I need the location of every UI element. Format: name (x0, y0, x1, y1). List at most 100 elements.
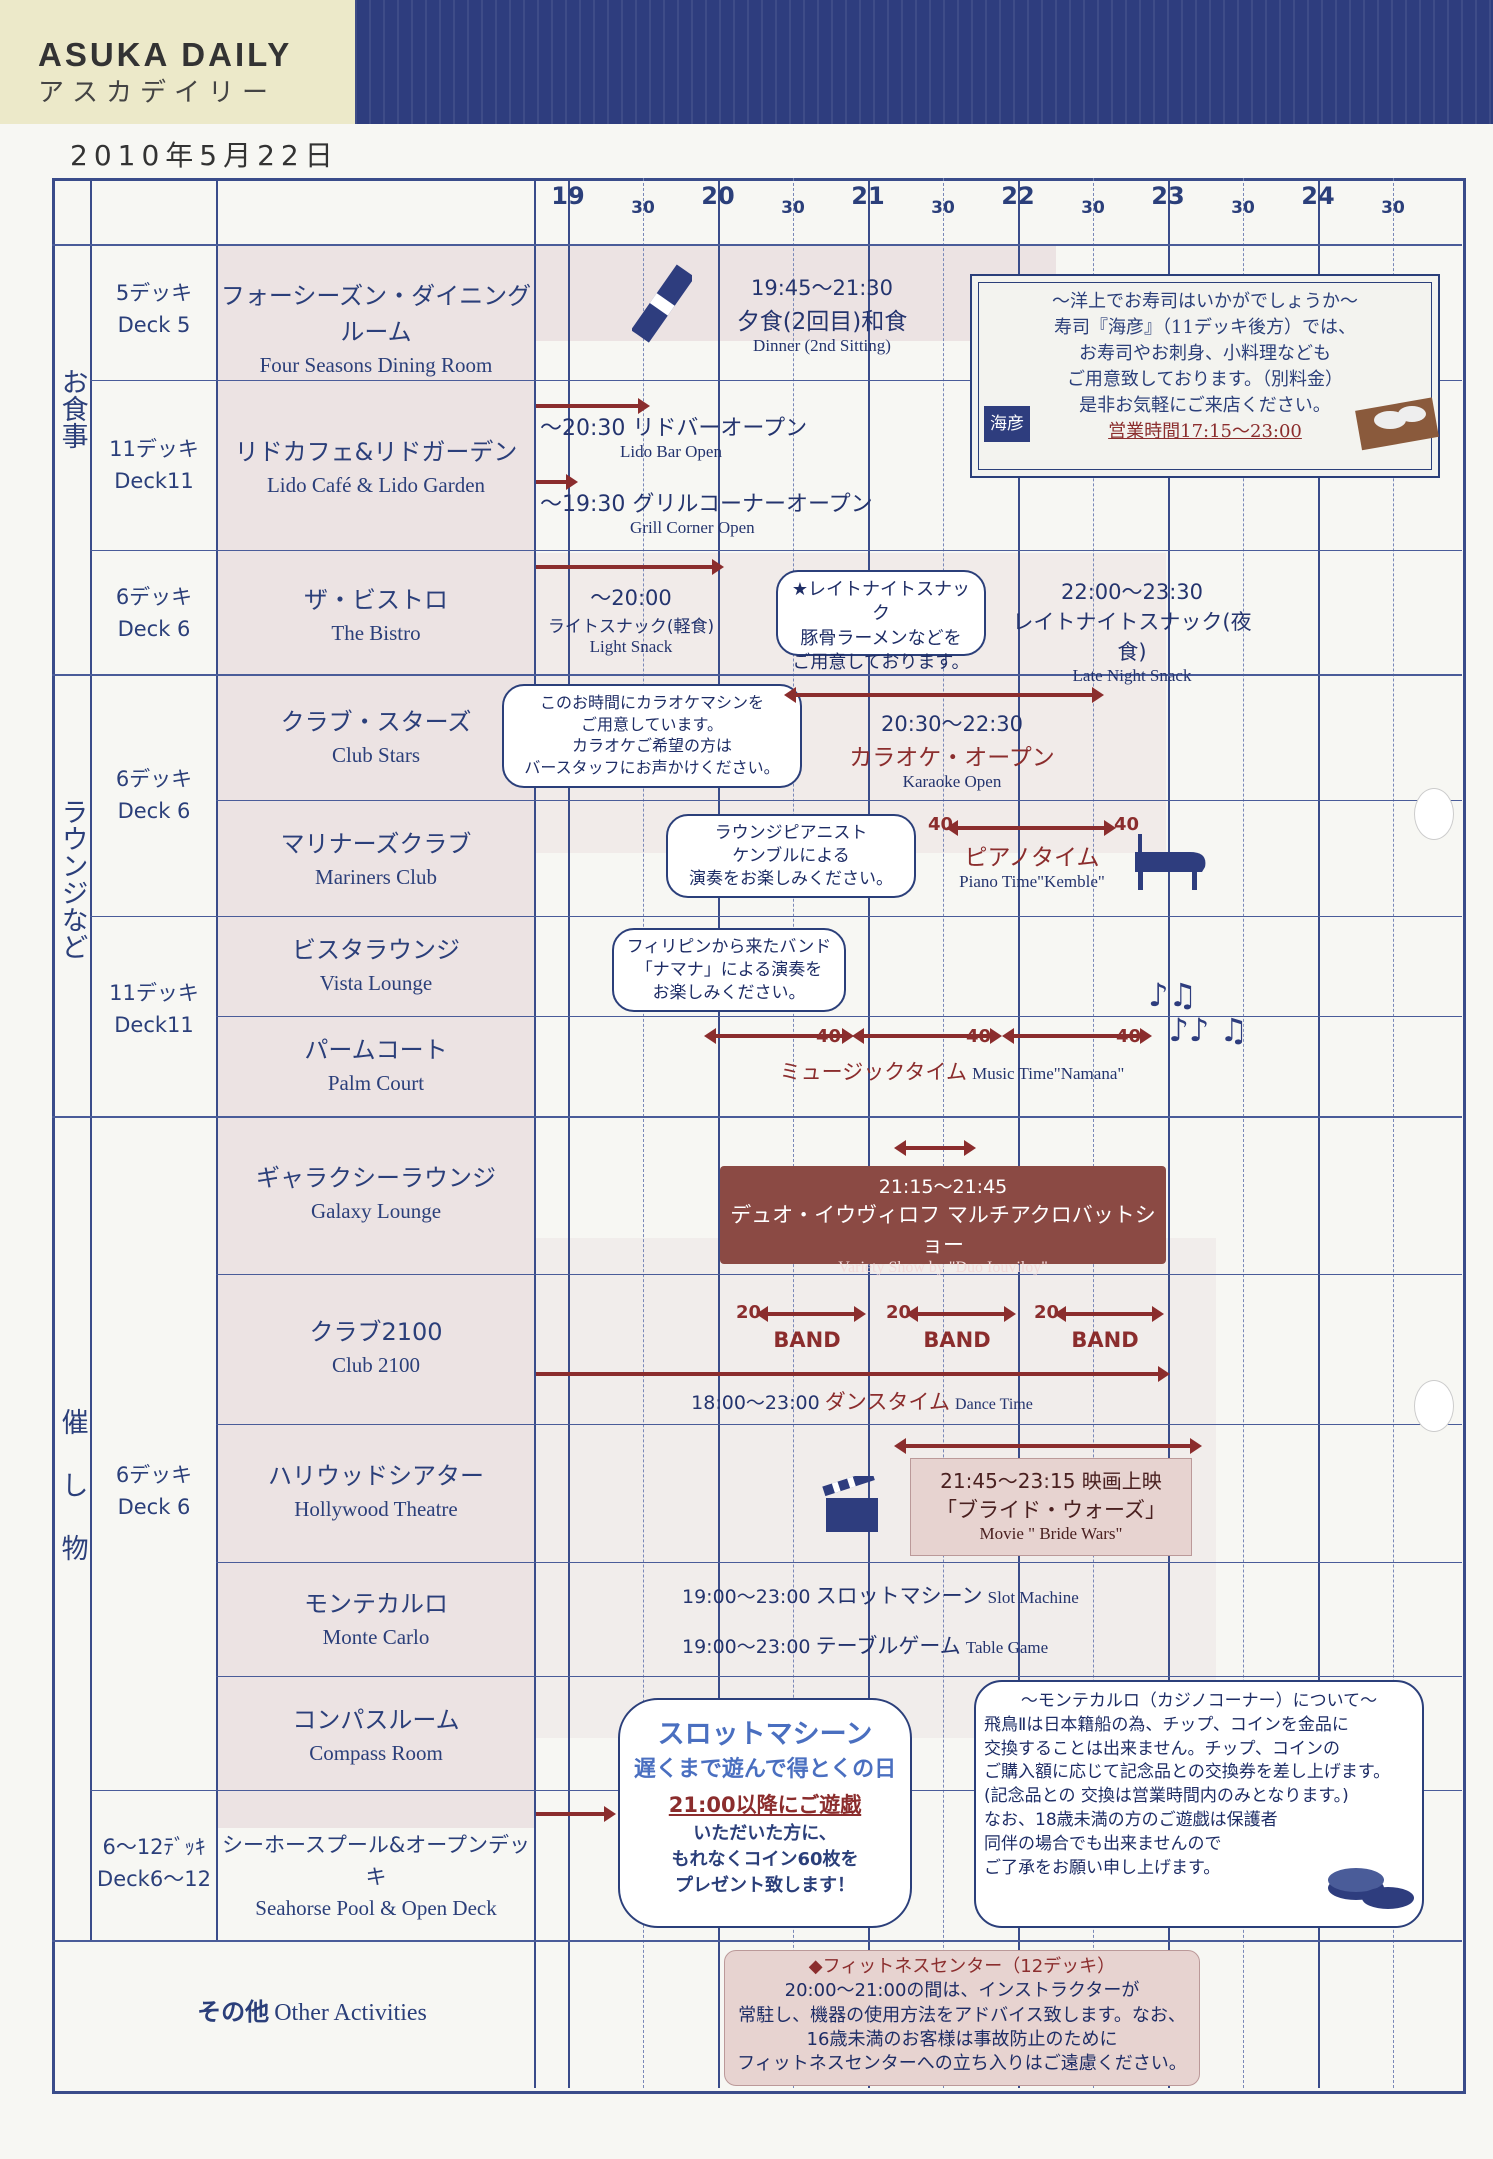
variety-title: デュオ・イウヴィロフ マルチアクロバットショー (730, 1203, 1156, 1257)
bubble-line: 豚骨ラーメンなどを (800, 627, 962, 649)
row-line (216, 1424, 1462, 1425)
header-row-line (52, 244, 1462, 246)
bubble-line: ★レイトナイトスナック (791, 579, 971, 625)
sushi-line: 〜洋上でお寿司はいかがでしょうか〜 (1052, 291, 1358, 312)
music-min-3: 40 (1116, 1026, 1142, 1047)
brand-title: ASUKA DAILY (38, 36, 293, 73)
variety-time: 21:15〜21:45 (878, 1176, 1008, 1198)
sushi-line: 是非お気軽にご来店ください。 (1079, 395, 1331, 417)
section-line (52, 1940, 1462, 1942)
binder-hole (1414, 788, 1454, 840)
row-line (216, 800, 1462, 801)
category-meals: お食事 (42, 368, 102, 462)
fitness-title: ◆フィットネスセンター（12デッキ） (808, 1956, 1116, 1977)
fitness-line: 常駐し、機器の使用方法をアドバイス致します。なお、 (738, 2004, 1186, 2026)
band-label-3: BAND (1071, 1328, 1139, 1352)
piano-bubble: ラウンジピアニスト ケンブルによる 演奏をお楽しみください。 (666, 814, 916, 898)
row-line (216, 380, 1462, 381)
half-label: 30 (1381, 198, 1405, 218)
hour-label: 20 (701, 182, 735, 210)
slot-machine-event: 19:00〜23:00 スロットマシーン Slot Machine (682, 1584, 1079, 1608)
movie-arrow (894, 1438, 1202, 1454)
table-game-event: 19:00〜23:00 テーブルゲーム Table Game (682, 1634, 1049, 1658)
movie-box: 21:45〜23:15 映画上映 「ブライド・ウォーズ」 Movie " Bri… (910, 1458, 1192, 1556)
header-brand-panel (0, 0, 355, 124)
half-line (643, 178, 644, 2088)
bubble-line: ケンブルによる (732, 845, 850, 866)
music-arrow-3 (1002, 1028, 1152, 1044)
hour-label: 24 (1301, 182, 1335, 210)
band-min-3: 20 (1034, 1302, 1060, 1323)
music-notes-icon: ♪♫ ♪♪ ♫ (1148, 976, 1249, 1050)
band-arrow-2 (906, 1306, 1016, 1322)
binder-hole (1414, 1380, 1454, 1432)
hour-line (1318, 178, 1320, 2088)
row-line (216, 1562, 1462, 1563)
karaoke-event: 20:30〜22:30 カラオケ・オープン Karaoke Open (849, 712, 1055, 791)
light-snack-event: 〜20:00 ライトスナック(軽食) Light Snack (547, 586, 715, 656)
band-min-1: 20 (736, 1302, 762, 1323)
grill-arrow (536, 474, 578, 490)
band-arrow-3 (1054, 1306, 1164, 1322)
fitness-line: フィットネスセンターへの立ち入りはご遠慮ください。 (737, 2053, 1187, 2075)
piano-end-min: 40 (1114, 814, 1140, 835)
light-snack-arrow (536, 559, 724, 575)
karaoke-bubble: このお時間にカラオケマシンを ご用意しています。 カラオケご希望の方は バースタ… (502, 684, 802, 788)
promo-line: プレゼント致します！ (675, 1875, 855, 1896)
category-lounges-label: ラウンジなど (56, 798, 88, 960)
chopsticks-icon (630, 258, 695, 348)
category-lounges: ラウンジなど (42, 798, 102, 973)
band-min-2: 20 (886, 1302, 912, 1323)
hour-label: 23 (1151, 182, 1185, 210)
hour-line (568, 178, 570, 2088)
casino-note-box: 〜モンテカルロ（カジノコーナー）について〜 飛鳥Ⅱは日本籍船の為、チップ、コイン… (974, 1680, 1424, 1928)
bubble-line: 「ナマナ」による演奏を (635, 959, 823, 980)
promo-line: もれなくコイン60枚を (671, 1849, 859, 1870)
clapperboard-icon (822, 1470, 882, 1534)
band-label-1: BAND (773, 1328, 841, 1352)
lido-bar-arrow (536, 398, 650, 414)
promo-line: いただいた方に、 (693, 1823, 837, 1844)
slot-promo-bubble: スロットマシーン 遅くまで遊んで得とくの日 21:00以降にご遊戯 いただいた方… (618, 1698, 912, 1928)
half-label: 30 (931, 198, 955, 218)
row-line (216, 1016, 1462, 1017)
sushi-line: ご用意致しております。（別料金） (1066, 369, 1344, 391)
brand-subtitle: アスカデイリー (38, 78, 277, 108)
row-line (90, 380, 216, 381)
sushi-line: 寿司『海彦』（11デッキ後方）では、 (1054, 317, 1356, 339)
row-line (216, 1676, 1462, 1677)
variety-en: Variety Show by "Duo Iouviloy" (838, 1259, 1048, 1276)
half-line (793, 178, 794, 2088)
bubble-line: このお時間にカラオケマシンを (539, 693, 764, 712)
other-activities-label: その他 Other Activities (197, 1998, 427, 2026)
movie-time: 21:45〜23:15 映画上映 (940, 1469, 1162, 1493)
category-events-label: 催し物 (56, 1408, 88, 1597)
casino-note-line: ご購入額に応じて記念品との交換券を差し上げます。 (984, 1762, 1391, 1783)
hour-line (718, 178, 720, 2088)
dance-event: 18:00〜23:00 ダンスタイム Dance Time (691, 1390, 1033, 1414)
half-label: 30 (781, 198, 805, 218)
hour-label: 19 (551, 182, 585, 210)
dance-arrow (536, 1366, 1170, 1382)
music-arrow-1 (704, 1028, 854, 1044)
hour-label: 21 (851, 182, 885, 210)
category-meals-label: お食事 (56, 368, 88, 449)
piano-event: ピアノタイム Piano Time"Kemble" (959, 845, 1105, 891)
casino-note-line: ご了承をお願い申し上げます。 (984, 1857, 1221, 1878)
